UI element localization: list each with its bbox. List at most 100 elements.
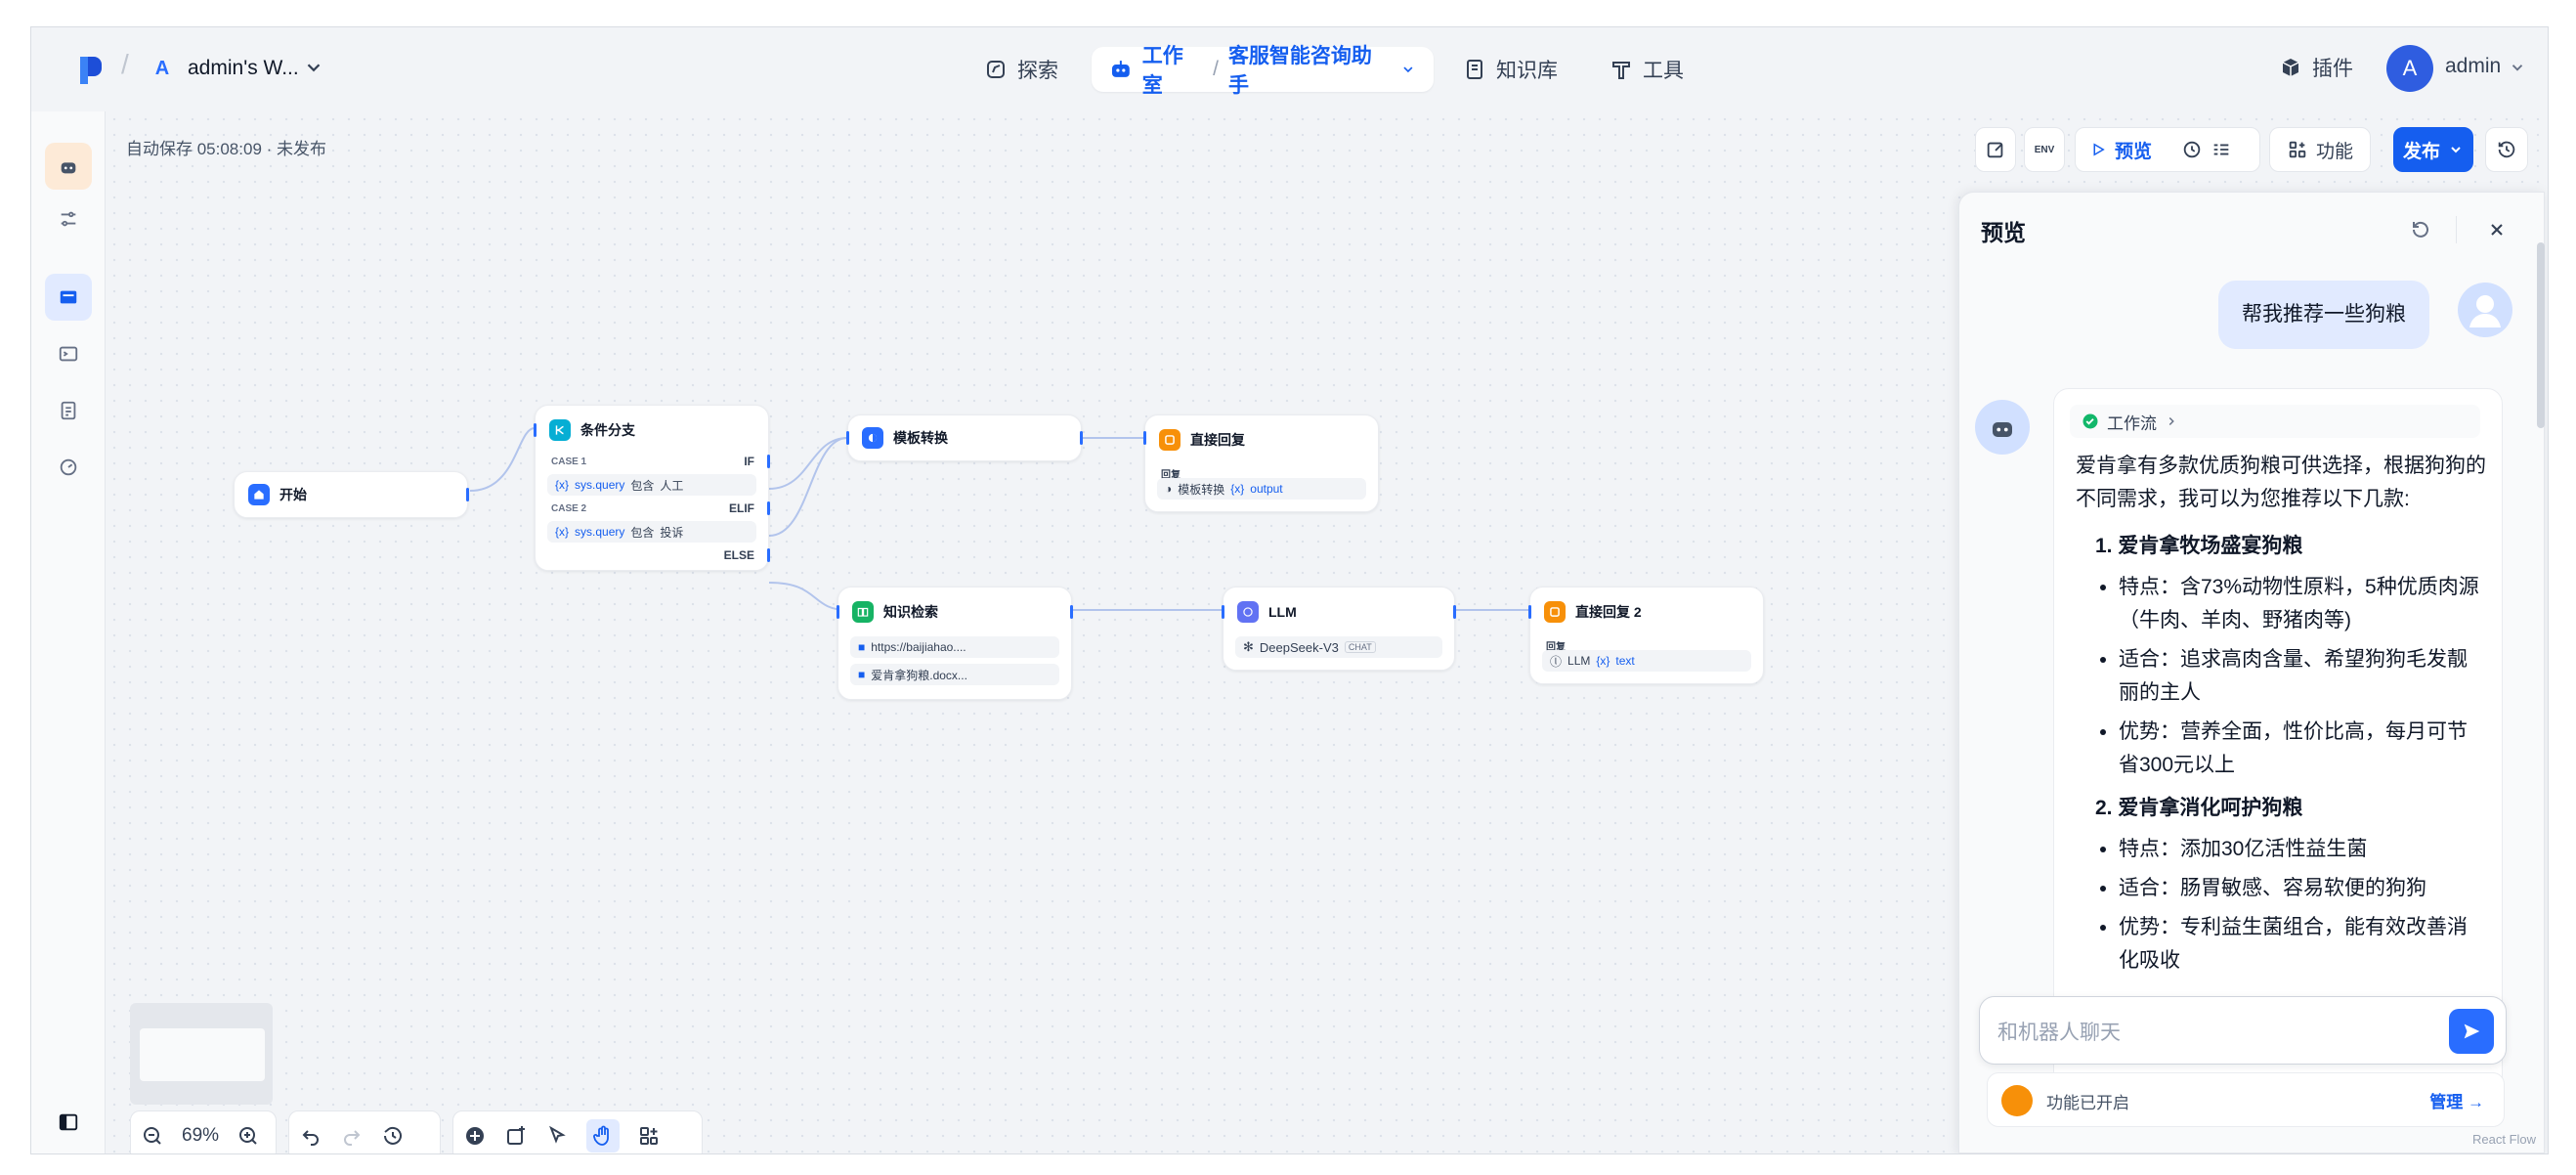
add-note-icon[interactable] xyxy=(504,1124,528,1148)
nav-knowledge[interactable]: 知识库 xyxy=(1463,47,1558,92)
product-point: 适合：追求高肉含量、希望狗狗毛发靓丽的主人 xyxy=(2119,643,2486,710)
checklist-icon[interactable] xyxy=(2211,139,2232,160)
sliders-icon xyxy=(61,211,76,227)
input-handle[interactable] xyxy=(837,605,839,619)
input-handle[interactable] xyxy=(1143,431,1146,445)
node-direct-reply[interactable]: 直接回复 回复 ◑模板转换{x}output xyxy=(1143,414,1379,512)
undo-icon[interactable] xyxy=(299,1124,322,1148)
input-handle[interactable] xyxy=(1222,605,1224,619)
minimap[interactable] xyxy=(130,1003,273,1105)
nav-tools-label: 工具 xyxy=(1643,60,1684,82)
template-icon xyxy=(862,427,883,449)
chevron-down-icon[interactable] xyxy=(1400,62,1416,77)
sidebar-item-api[interactable] xyxy=(45,330,92,377)
nav-explore[interactable]: 探索 xyxy=(984,47,1058,92)
sidebar-item-orchestrate[interactable] xyxy=(45,274,92,321)
reply-source: LLM xyxy=(1567,654,1591,668)
book-open-icon xyxy=(852,601,874,623)
workflow-trace[interactable]: 工作流 xyxy=(2070,405,2480,438)
nav-studio[interactable]: 工作室 / 客服智能咨询助手 xyxy=(1092,45,1434,97)
output-handle[interactable] xyxy=(1080,431,1083,445)
chat-input[interactable]: 和机器人聊天 xyxy=(1979,996,2507,1065)
elif-handle[interactable] xyxy=(767,501,770,515)
panel-toggle-button[interactable] xyxy=(45,1099,92,1146)
checklist-clock-icon[interactable] xyxy=(2181,139,2203,160)
add-note-button[interactable] xyxy=(1975,127,2016,172)
else-label: ELSE xyxy=(723,548,754,562)
pointer-icon[interactable] xyxy=(545,1124,569,1148)
send-button[interactable] xyxy=(2449,1009,2494,1054)
output-handle[interactable] xyxy=(1070,605,1073,619)
product-point: 适合：肠胃敏感、容易软便的狗狗 xyxy=(2119,872,2486,905)
user-avatar xyxy=(2458,283,2512,337)
zoom-out-icon[interactable] xyxy=(141,1124,164,1148)
nav-studio-label: 工作室 xyxy=(1141,45,1183,97)
plugin-button[interactable]: 插件 xyxy=(2279,53,2353,82)
add-node-icon[interactable] xyxy=(463,1124,487,1148)
layout-grid-icon[interactable] xyxy=(637,1124,661,1148)
refresh-icon[interactable] xyxy=(2409,218,2432,241)
sidebar-item-logs[interactable] xyxy=(45,387,92,434)
chevron-down-icon[interactable] xyxy=(2509,59,2526,76)
input-handle[interactable] xyxy=(534,423,537,437)
input-handle[interactable] xyxy=(1528,605,1531,619)
autosave-status: 自动保存 05:08:09 · 未发布 xyxy=(126,140,327,158)
chevron-down-icon[interactable] xyxy=(303,57,324,78)
features-label: 功能 xyxy=(2315,141,2353,162)
node-reply-title: 直接回复 xyxy=(1190,432,1245,448)
manage-link[interactable]: 管理 → xyxy=(2429,1093,2484,1111)
close-icon[interactable] xyxy=(2487,220,2507,239)
case-1-var: sys.query xyxy=(575,478,625,492)
dataset-item[interactable]: ■https://baijiahao.... xyxy=(850,636,1059,658)
output-handle[interactable] xyxy=(1453,605,1456,619)
app-icon[interactable] xyxy=(45,143,92,190)
user-avatar[interactable]: A xyxy=(2386,45,2433,92)
settings-sliders-button[interactable] xyxy=(45,196,92,242)
publish-button[interactable]: 发布 xyxy=(2393,127,2473,172)
reactflow-attribution: React Flow xyxy=(2472,1132,2537,1147)
logo-icon[interactable] xyxy=(76,53,106,86)
history-button[interactable] xyxy=(2485,127,2528,172)
scrollbar[interactable] xyxy=(2537,242,2545,428)
workspace-avatar[interactable]: A xyxy=(154,58,170,79)
zoom-level[interactable]: 69% xyxy=(182,1125,220,1146)
output-handle[interactable] xyxy=(466,488,469,501)
preview-label[interactable]: 预览 xyxy=(2115,141,2153,162)
dataset-item[interactable]: ■爱肯拿狗粮.docx... xyxy=(850,664,1059,685)
node-knowledge-retrieval[interactable]: 知识检索 ■https://baijiahao.... ■爱肯拿狗粮.docx.… xyxy=(837,587,1073,700)
preview-panel: 预览 帮我推荐一些狗粮 工作流 爱肯拿有多款优质狗粮可供选择，根据狗狗的不同需求… xyxy=(1958,192,2545,1153)
if-handle[interactable] xyxy=(767,455,770,468)
nav-tools[interactable]: 工具 xyxy=(1610,47,1684,92)
env-label: ENV xyxy=(2034,144,2055,155)
user-name[interactable]: admin xyxy=(2445,55,2502,77)
node-start[interactable]: 开始 xyxy=(234,471,469,518)
workspace-name[interactable]: admin's W... xyxy=(188,57,299,79)
nav-knowledge-label: 知识库 xyxy=(1496,60,1558,82)
branch-icon xyxy=(549,419,571,441)
workflow-edges xyxy=(469,427,1529,611)
input-handle[interactable] xyxy=(846,431,849,445)
quote-icon xyxy=(2001,1085,2033,1116)
features-button[interactable]: 功能 xyxy=(2269,127,2371,172)
reply-icon xyxy=(1544,601,1566,623)
case-2-op: 包含 xyxy=(630,525,655,540)
else-handle[interactable] xyxy=(767,548,770,562)
env-button[interactable]: ENV xyxy=(2024,127,2065,172)
node-template-transform[interactable]: 模板转换 xyxy=(846,414,1083,461)
hand-icon[interactable] xyxy=(586,1119,620,1153)
gauge-icon xyxy=(60,458,77,476)
zoom-in-icon[interactable] xyxy=(236,1124,260,1148)
layout-icon xyxy=(60,290,77,304)
case-1-op: 包含 xyxy=(630,478,655,493)
app-name[interactable]: 客服智能咨询助手 xyxy=(1227,45,1372,97)
sidebar-toggle-icon xyxy=(59,1113,78,1131)
redo-icon[interactable] xyxy=(340,1124,364,1148)
sidebar-item-monitor[interactable] xyxy=(45,444,92,491)
history-icon[interactable] xyxy=(381,1124,405,1148)
